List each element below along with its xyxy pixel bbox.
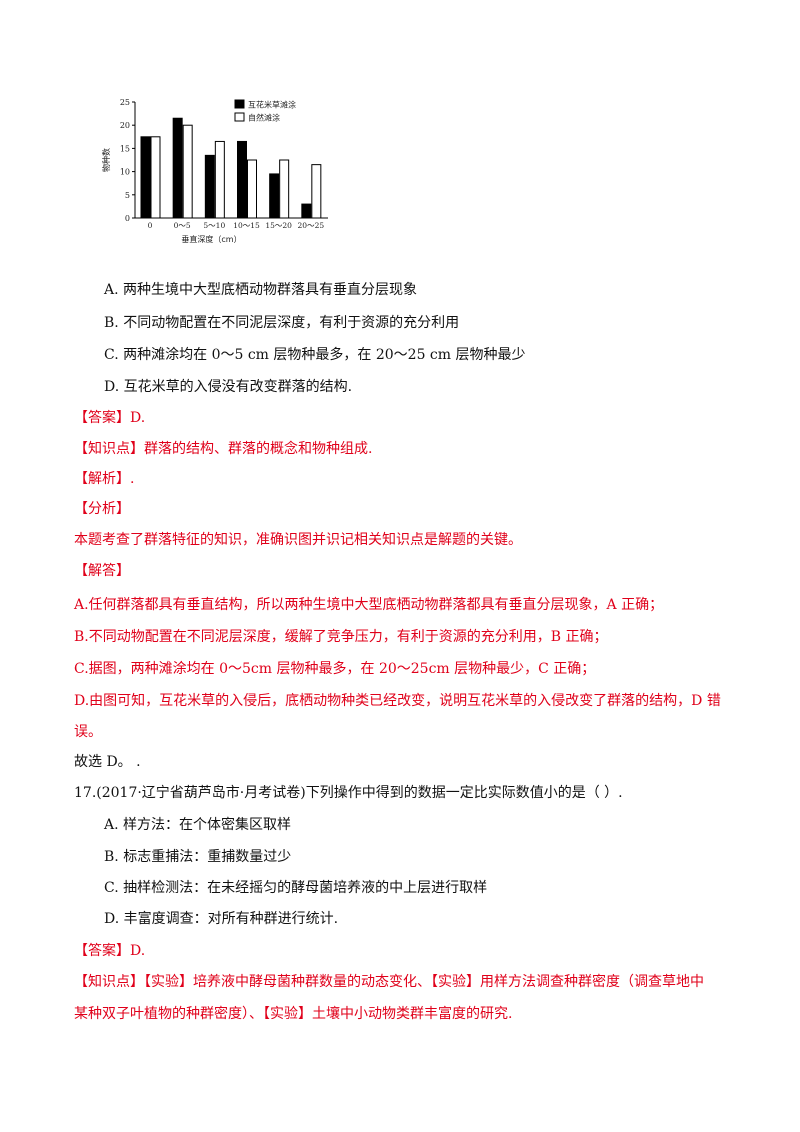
q17-knowledge-line-2: 某种双子叶植物的种群密度）、【实验】土壤中小动物类群丰富度的研究. xyxy=(74,1006,513,1022)
legend-swatch-1 xyxy=(234,99,245,109)
x-axis-label: 垂直深度（cm） xyxy=(181,234,241,244)
x-tick-label: 0 xyxy=(148,221,153,230)
bar-series2-4 xyxy=(279,159,290,219)
bar-series1-0 xyxy=(140,136,151,219)
y-axis-label: 物种数 xyxy=(101,148,111,172)
bar-series2-2 xyxy=(214,140,225,219)
chart-axes: 0 5 10 15 20 25 物种数 0 0～5 5～10 10～15 15～20 20～25 垂直深度… xyxy=(101,98,328,244)
chart-bars xyxy=(140,117,322,219)
q16-jieda-line-c: C.据图，两种滩涂均在 0～5cm 层物种最多，在 20～25cm 层物种最少，… xyxy=(74,661,596,677)
q17-option-d: D. 丰富度调查：对所有种群进行统计. xyxy=(104,911,339,927)
q16-fenxi-text: 本题考查了群落特征的知识，准确识图并识记相关知识点是解题的关键。 xyxy=(74,532,522,548)
x-tick-label: 0～5 xyxy=(174,221,191,230)
q16-option-d: D. 互花米草的入侵没有改变群落的结构. xyxy=(104,379,353,395)
bar-series2-1 xyxy=(182,124,193,219)
q17-answer: 【答案】D. xyxy=(74,943,146,959)
q17-knowledge-line-1: 【知识点】【实验】培养液中酵母菌种群数量的动态变化、【实验】用样方法调查种群密度… xyxy=(74,974,704,990)
q16-jieda-line-d-cont: 误。 xyxy=(74,724,102,740)
q16-option-b: B. 不同动物配置在不同泥层深度，有利于资源的充分利用 xyxy=(104,315,460,331)
bar-series1-2 xyxy=(204,154,215,219)
x-tick-label: 10～15 xyxy=(233,221,260,230)
y-tick-label: 20 xyxy=(120,121,130,130)
q16-answer: 【答案】D. xyxy=(74,410,146,426)
q16-option-a: A. 两种生境中大型底栖动物群落具有垂直分层现象 xyxy=(104,282,418,298)
y-tick-label: 25 xyxy=(120,98,130,107)
y-tick-label: 0 xyxy=(125,214,130,223)
q17-stem: 17.(2017·辽宁省葫芦岛市·月考试卷)下列操作中得到的数据一定比实际数值小… xyxy=(74,785,623,801)
x-tick-label: 15～20 xyxy=(265,221,292,230)
q17-option-a: A. 样方法：在个体密集区取样 xyxy=(104,817,292,833)
y-tick-label: 5 xyxy=(125,191,130,200)
bar-series1-5 xyxy=(301,203,312,219)
x-tick-label: 5～10 xyxy=(203,221,225,230)
legend-label-1: 互花米草滩涂 xyxy=(248,100,296,110)
q16-jieda-label: 【解答】 xyxy=(74,563,130,579)
q16-jieda-line-b: B.不同动物配置在不同泥层深度，缓解了竞争压力，有利于资源的充分利用，B 正确； xyxy=(74,629,608,645)
bar-chart: 0 5 10 15 20 25 物种数 0 0～5 5～10 10～15 15～20 20～25 垂直深度… xyxy=(101,98,328,244)
q16-jiexi: 【解析】. xyxy=(74,471,135,487)
q16-option-c: C. 两种滩涂均在 0～5 cm 层物种最多，在 20～25 cm 层物种最少 xyxy=(104,347,526,363)
q16-conclusion: 故选 D。 . xyxy=(74,754,141,770)
bar-series2-0 xyxy=(150,136,161,219)
q16-knowledge-point: 【知识点】群落的结构、群落的概念和物种组成. xyxy=(74,441,373,457)
bar-series1-4 xyxy=(269,173,280,219)
bar-series1-3 xyxy=(237,140,247,219)
bar-series1-1 xyxy=(172,117,183,219)
q16-fenxi-label: 【分析】 xyxy=(74,501,130,517)
q17-option-c: C. 抽样检测法：在未经摇匀的酵母菌培养液的中上层进行取样 xyxy=(104,880,488,896)
bar-series2-3 xyxy=(247,159,257,219)
q16-jieda-line-d: D.由图可知，互花米草的入侵后，底栖动物种类已经改变，说明互花米草的入侵改变了群… xyxy=(74,693,721,709)
bar-series2-5 xyxy=(311,164,322,219)
x-tick-label: 20～25 xyxy=(298,221,325,230)
y-tick-label: 15 xyxy=(120,144,130,153)
q16-jieda-line-a: A.任何群落都具有垂直结构，所以两种生境中大型底栖动物群落都具有垂直分层现象，A… xyxy=(74,597,664,613)
legend-swatch-2 xyxy=(234,112,245,122)
y-tick-label: 10 xyxy=(120,168,130,177)
q17-option-b: B. 标志重捕法：重捕数量过少 xyxy=(104,849,292,865)
legend-label-2: 自然滩涂 xyxy=(248,113,280,123)
